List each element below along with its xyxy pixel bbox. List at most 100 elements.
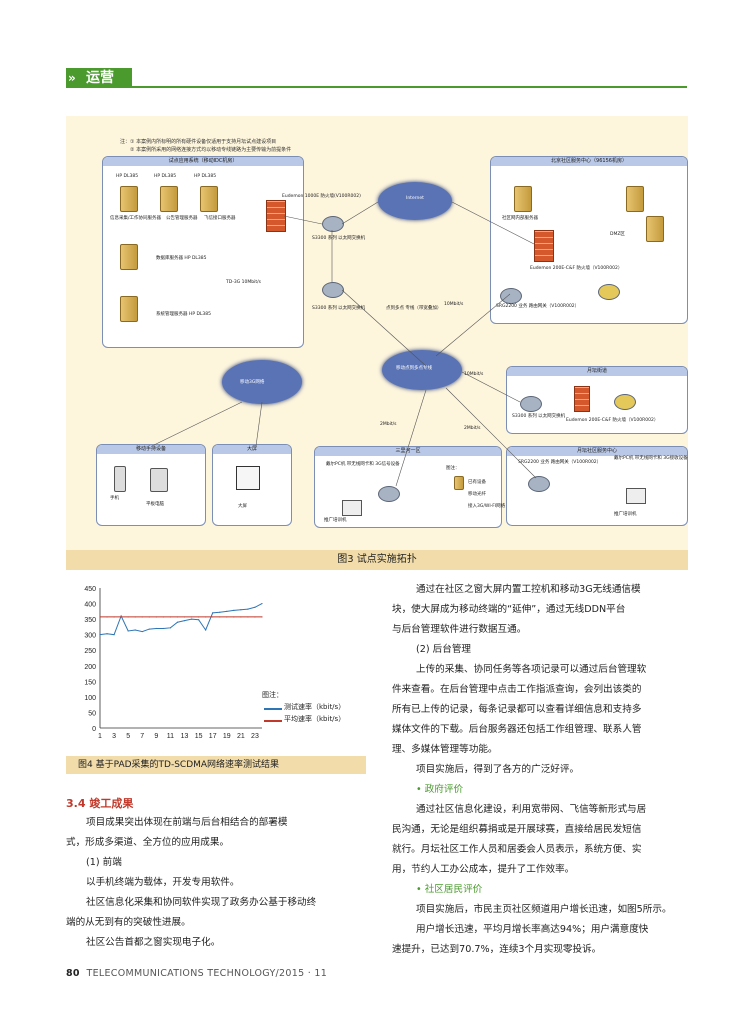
right-line-8: 媒体文件的下载。后台服务器还包括工作组管理、联系人管 [392, 724, 642, 735]
left-paragraph-1b: 式，形成多渠道、全方位的应用成果。 [66, 837, 230, 848]
x-tick-label: 19 [223, 733, 231, 740]
data-point [254, 616, 256, 618]
double-chevron-icon: » [68, 71, 76, 85]
right-line-19: 速提升，已达到70.7%，连续3个月实现零投诉。 [392, 944, 602, 955]
data-point [99, 616, 101, 618]
x-tick-label: 3 [112, 733, 116, 740]
page-number: 80 [66, 968, 80, 979]
left-paragraph-1: 项目成果突出体现在前端与后台相结合的部署模 [86, 817, 288, 828]
data-point [113, 634, 115, 636]
y-tick-label: 450 [84, 586, 96, 593]
data-point [162, 627, 164, 630]
data-point [155, 616, 157, 618]
data-point [226, 610, 228, 612]
right-line-6: 件来查看。在后台管理中点击工作指派查询，会列出该类的 [392, 684, 642, 695]
server-icon [120, 296, 138, 322]
header-rule [132, 86, 687, 88]
data-point [212, 612, 214, 614]
firewall-icon [574, 386, 590, 412]
3g-cloud-icon [222, 360, 302, 404]
data-point [148, 628, 150, 630]
fig3-note-2: ② 本案例所采用的网络连接方式均以移动专线链路为主要传输为前提条件 [130, 147, 292, 153]
data-point [247, 608, 249, 610]
data-point [247, 616, 249, 618]
switch-icon [322, 216, 344, 232]
phone-label: 手机 [110, 496, 119, 501]
figure-3-caption: 图3 试点实施拓扑 [66, 550, 688, 570]
s3300-label-a: S3300 系列 以太网交换机 [312, 236, 366, 241]
eudemon200-label: Eudemon 200E-C&F 防火墙（V100R002） [530, 266, 623, 271]
right-line-18: 用户增长迅速，平均月增长率高达94%；用户满意度快 [416, 924, 649, 935]
x-tick-label: 7 [140, 733, 144, 740]
data-point [183, 616, 186, 618]
data-point [219, 611, 221, 613]
bw-2b-label: 2Mbit/s [464, 426, 481, 431]
y-tick-label: 250 [84, 648, 96, 655]
data-point [134, 629, 136, 631]
data-point [240, 609, 242, 611]
x-tick-label: 17 [209, 733, 217, 740]
tablet-label: 平板电脑 [146, 502, 164, 507]
router-icon [528, 476, 550, 492]
server-icon [626, 186, 644, 212]
pc-wifi-label: 戴尔PC机 带无线网卡和 3G信号设备 [326, 462, 400, 467]
sanlihe-title: 三里河一区 [315, 447, 501, 456]
x-tick-label: 9 [154, 733, 158, 740]
left-paragraph-4: 社区公告首都之窗实现电子化。 [86, 937, 221, 948]
right-line-16: • 社区居民评价 [416, 884, 483, 895]
right-line-10: 项目实施后，得到了各方的广泛好评。 [416, 764, 580, 775]
data-point [141, 630, 143, 633]
router-icon [500, 288, 522, 304]
data-point [261, 602, 263, 605]
data-point [254, 606, 256, 608]
y-tick-label: 150 [84, 679, 96, 686]
hp-label-3: HP DL385 [194, 174, 217, 179]
data-point [219, 616, 221, 618]
data-point [148, 616, 150, 618]
left-paragraph-3: 社区信息化采集和协同软件实现了政务办公基于移动终 [86, 897, 317, 908]
server-info-label: 信息采集/工作协同服务器 [110, 216, 162, 221]
data-point [155, 627, 157, 630]
x-tick-label: 23 [251, 733, 259, 740]
s3300-label-c: S3300 系列 以太网交换机 [512, 414, 566, 419]
server-public-label: 公告管理服务器 [166, 216, 198, 221]
beijing-center-title: 北京社区服务中心（96156机房） [491, 157, 687, 166]
data-point [190, 616, 193, 618]
x-tick-label: 1 [98, 733, 102, 740]
data-point [127, 616, 129, 618]
hp-label-1: HP DL385 [116, 174, 139, 179]
data-point [169, 627, 172, 629]
firewall-icon [534, 230, 554, 262]
router-icon [598, 284, 620, 300]
right-line-17: 项目实施后，市民主页社区频道用户增长迅速，如图5所示。 [416, 904, 672, 915]
server-icon [120, 186, 138, 212]
right-line-12: 通过社区信息化建设，利用宽带网、飞信等新形式与居 [416, 804, 647, 815]
left-paragraph-2: 以手机终端为载体，开发专用软件。 [86, 877, 240, 888]
pilot-system-title: 试点应用系统（移动IDC机房） [103, 157, 303, 166]
yuetan-center-title: 月坛社区服务中心 [507, 447, 687, 456]
left-heading-1: (1) 前端 [86, 857, 122, 868]
right-line-2: 块，使大屏成为移动终端的“延伸”，通过无线DDN平台 [392, 604, 626, 615]
computer-icon [626, 488, 646, 504]
yuetan-title: 月坛街道 [507, 367, 687, 376]
data-point [233, 616, 235, 618]
data-point [261, 616, 263, 618]
data-point [106, 633, 108, 635]
right-line-5: 上传的采集、协同任务等各项记录可以通过后台管理软 [416, 664, 647, 675]
series-line-1 [99, 603, 263, 636]
bw-2a-label: 2Mbit/s [380, 422, 397, 427]
right-line-9: 理、多媒体管理等功能。 [392, 744, 498, 755]
mobile-line-cloud-icon [382, 350, 462, 390]
router-icon [614, 394, 636, 410]
legend-test-label: 测试速率（kbit/s） [284, 703, 346, 711]
firewall-icon [266, 200, 286, 232]
server-icon [646, 216, 664, 242]
legend-own-label: 已有设备 [468, 480, 486, 485]
dmz-label: DMZ区 [610, 232, 625, 237]
fig3-note-1: 注：① 本案例内所标明的所有硬件设备仅适用于支持月坛试点建设项目 [120, 139, 277, 145]
figure-3-topology: 注：① 本案例内所标明的所有硬件设备仅适用于支持月坛试点建设项目 ② 本案例所采… [66, 116, 688, 570]
router-icon [378, 486, 400, 502]
chart-legend-title: 图注： [262, 691, 283, 699]
